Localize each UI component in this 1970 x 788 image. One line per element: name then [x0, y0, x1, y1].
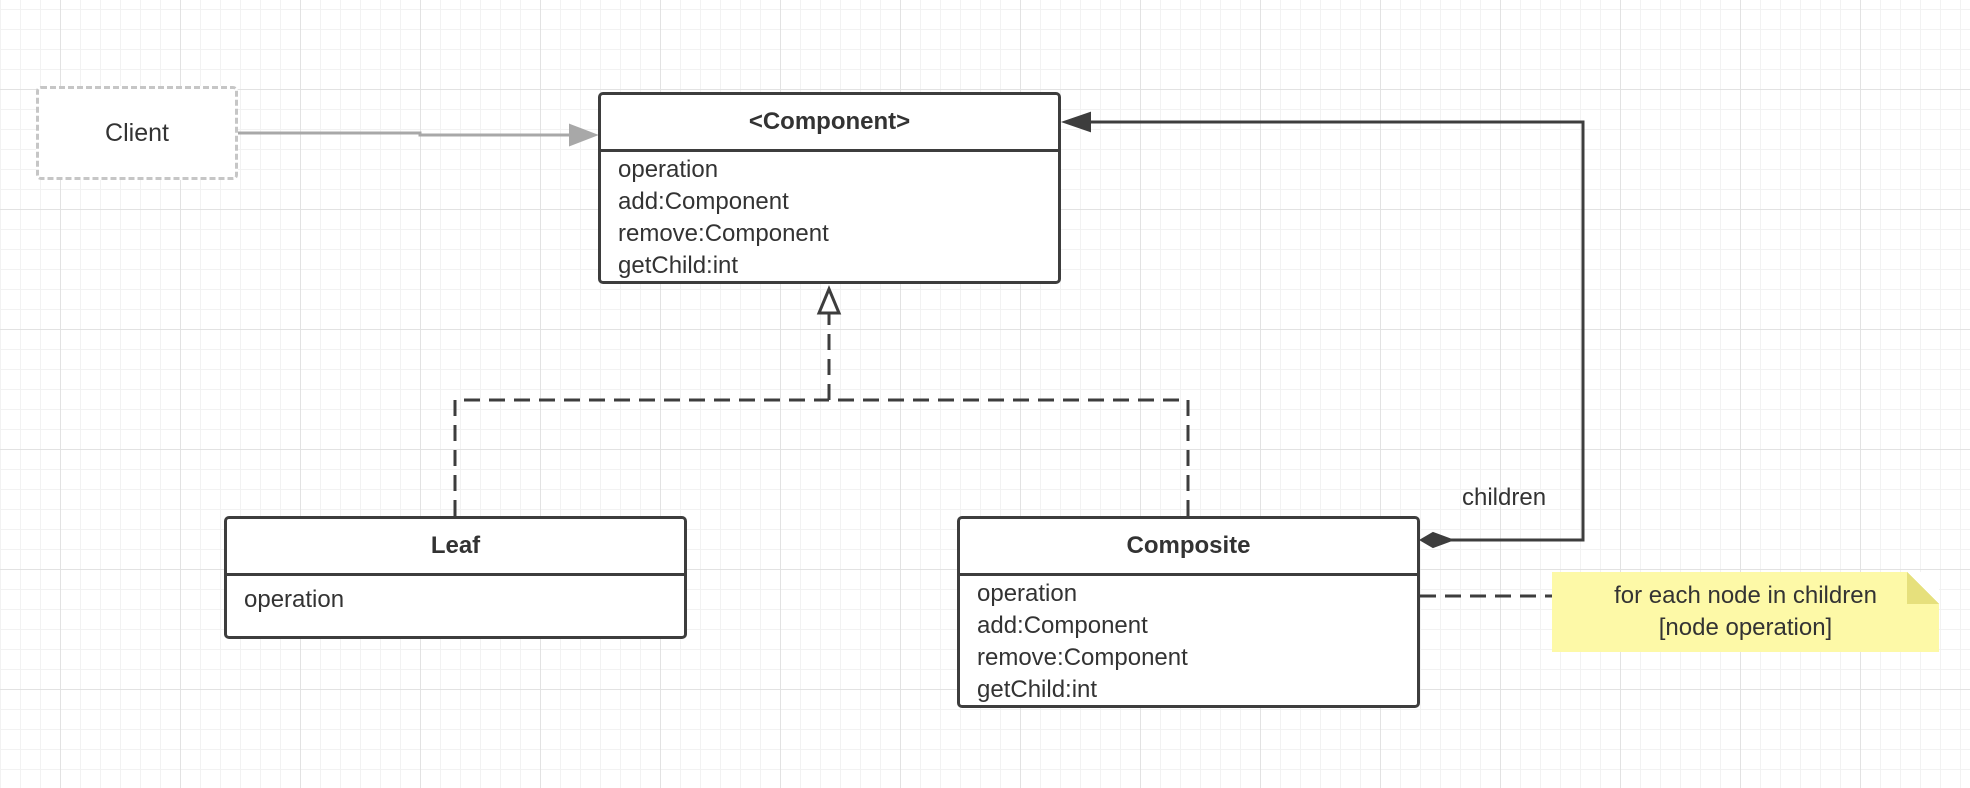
leaf-class-title: Leaf	[227, 519, 684, 576]
children-arrowhead	[1060, 111, 1091, 133]
realization-hollow-arrowhead	[816, 285, 842, 315]
client-node[interactable]: Client	[36, 86, 238, 180]
component-member-operation: operation	[618, 156, 719, 183]
composite-class[interactable]: Composite operation add:Component remove…	[957, 516, 1420, 708]
composite-class-title: Composite	[960, 519, 1417, 576]
component-member-getchild: getChild:int	[618, 252, 739, 279]
children-association-label: children	[1462, 484, 1547, 511]
leaf-member-operation: operation	[244, 586, 345, 613]
leaf-class[interactable]: Leaf operation	[224, 516, 687, 639]
component-member-add: add:Component	[618, 188, 789, 215]
leaf-realization-line[interactable]	[453, 398, 829, 516]
composite-realization-line[interactable]	[829, 398, 1190, 516]
note-box[interactable]: for each node in children [node operatio…	[1552, 572, 1939, 652]
component-class-members: operation add:Component remove:Component…	[601, 152, 1058, 281]
component-class-title: <Component>	[601, 95, 1058, 152]
composite-member-remove: remove:Component	[977, 644, 1188, 671]
composite-class-members: operation add:Component remove:Component…	[960, 576, 1417, 705]
composite-member-getchild: getChild:int	[977, 676, 1098, 703]
client-label: Client	[105, 118, 169, 147]
note-line-2: [node operation]	[1658, 614, 1833, 641]
children-aggregation-line[interactable]	[1086, 120, 1585, 542]
client-association-line[interactable]	[238, 131, 572, 137]
composition-diamond	[1419, 531, 1455, 549]
composite-member-operation: operation	[977, 580, 1078, 607]
composite-member-add: add:Component	[977, 612, 1148, 639]
leaf-class-members: operation	[227, 576, 684, 616]
note-line-1: for each node in children	[1614, 582, 1877, 609]
client-association-arrowhead	[569, 123, 599, 147]
note-fold-corner	[1907, 572, 1939, 604]
component-member-remove: remove:Component	[618, 220, 829, 247]
component-class[interactable]: <Component> operation add:Component remo…	[598, 92, 1061, 284]
